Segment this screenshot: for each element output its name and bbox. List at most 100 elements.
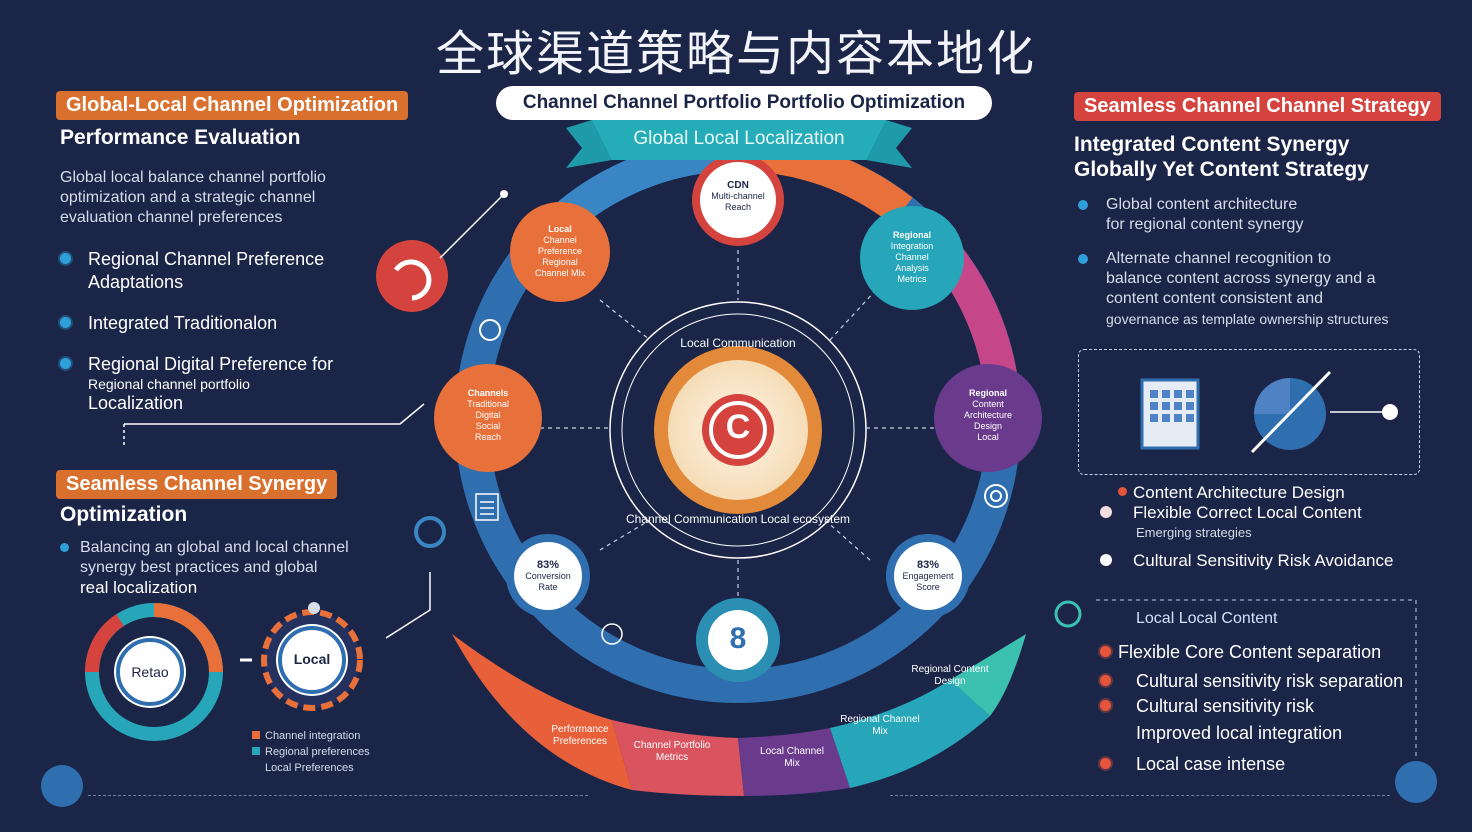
refresh-icon bbox=[479, 319, 501, 341]
arrow-pie-icon bbox=[1250, 370, 1332, 454]
local-list-item[interactable]: Local case intense bbox=[1100, 753, 1412, 776]
ribbon-label: Global Local Localization bbox=[633, 128, 845, 149]
gauge-1-label: Retao bbox=[131, 664, 169, 680]
gauge-2-label: Local bbox=[293, 651, 331, 667]
clipboard-icon bbox=[1054, 600, 1082, 628]
bullet-icon bbox=[1100, 506, 1112, 518]
right-illustration-box bbox=[1078, 349, 1420, 475]
arc-segment-1 bbox=[452, 634, 632, 790]
stopwatch-icon bbox=[308, 602, 320, 614]
bullet-icon bbox=[1100, 700, 1111, 711]
bullet-icon bbox=[1078, 200, 1088, 210]
left-list-item[interactable]: Integrated Traditionalon bbox=[60, 312, 400, 335]
legend-swatch bbox=[252, 731, 260, 739]
bullet-icon bbox=[60, 317, 71, 328]
node-upper-right[interactable] bbox=[860, 206, 964, 310]
node-left[interactable] bbox=[434, 364, 542, 472]
left-tag-1: Global-Local Channel Optimization bbox=[56, 91, 409, 120]
footer-divider-right bbox=[890, 795, 1390, 796]
footer-divider-left bbox=[88, 795, 588, 796]
right-item[interactable]: Content Architecture Design bbox=[1100, 483, 1430, 503]
node-right[interactable] bbox=[934, 364, 1042, 472]
page-title: 全球渠道策略与内容本地化 bbox=[435, 26, 1036, 82]
doc-icon bbox=[475, 493, 499, 521]
arc-segment-5 bbox=[950, 634, 1026, 716]
node-lower-left[interactable] bbox=[514, 542, 582, 610]
arc-label-3: Local Channel Mix bbox=[760, 746, 824, 769]
bullet-icon bbox=[1078, 254, 1088, 264]
inner-ring-inner bbox=[621, 313, 855, 547]
refresh-badge[interactable] bbox=[376, 240, 448, 312]
arc-label-5: Regional Content Design bbox=[911, 664, 989, 687]
local-box-outline bbox=[1096, 599, 1417, 760]
local-list-item[interactable]: Cultural sensitivity risk separation bbox=[1100, 670, 1412, 693]
right-tag: Seamless Channel Channel Strategy bbox=[1074, 92, 1441, 121]
arc-segment-3 bbox=[738, 728, 850, 796]
box-connector-dot bbox=[1382, 404, 1398, 420]
ribbon-banner bbox=[566, 120, 912, 168]
arc-segment-2 bbox=[612, 720, 744, 796]
bullet-icon bbox=[60, 253, 71, 264]
node-lower-right[interactable] bbox=[894, 542, 962, 610]
ring-text-top: Local Communication bbox=[680, 336, 796, 350]
bullet-icon bbox=[1100, 675, 1111, 686]
core-letter: C bbox=[725, 408, 751, 446]
shield-icon[interactable] bbox=[41, 765, 83, 807]
arc-label-1: Performance Preferences bbox=[551, 724, 609, 747]
bullet-icon bbox=[60, 358, 71, 369]
target-icon bbox=[984, 484, 1008, 508]
right-item[interactable]: Flexible Correct Local Content bbox=[1100, 503, 1430, 523]
inner-ring-outer bbox=[609, 301, 867, 559]
left-heading-2: Optimization bbox=[60, 503, 188, 526]
bullet-icon bbox=[1100, 646, 1111, 657]
connector-line-2 bbox=[124, 403, 425, 425]
left-tag-2: Seamless Channel Synergy bbox=[56, 470, 338, 499]
bullet-icon bbox=[1100, 758, 1111, 769]
building-icon bbox=[1140, 378, 1200, 450]
local-list-item[interactable]: Cultural sensitivity risk bbox=[1100, 695, 1412, 718]
local-list: Flexible Core Content separation Cultura… bbox=[1100, 641, 1412, 776]
arc-label-2: Channel Portfolio Metrics bbox=[633, 740, 711, 763]
gauge-1-arc-2 bbox=[84, 614, 125, 673]
bottom-arc bbox=[452, 634, 1026, 796]
left-section-1: Global-Local Channel Optimization bbox=[56, 91, 409, 120]
ring-text-bottom: Channel Communication Local ecosystem bbox=[625, 512, 851, 526]
gauge-2-face bbox=[276, 624, 348, 696]
rocket-icon[interactable] bbox=[1395, 761, 1437, 803]
local-list-sub: Improved local integration bbox=[1136, 723, 1343, 743]
left-section-2: Seamless Channel Synergy bbox=[56, 470, 338, 499]
legend-swatch bbox=[252, 747, 260, 755]
left-legend: Channel integration Regional preferences… bbox=[252, 728, 370, 776]
local-list-item[interactable]: Flexible Core Content separation bbox=[1100, 641, 1412, 664]
arc-label-4: Regional Channel Mix bbox=[840, 714, 920, 737]
left-heading-1: Performance Evaluation bbox=[60, 126, 301, 149]
cycle-badge[interactable] bbox=[414, 516, 446, 548]
right-item-sub: Emerging strategies bbox=[1136, 525, 1252, 540]
gauge-2-inner bbox=[278, 626, 346, 694]
gauge-1-inner bbox=[116, 638, 184, 706]
connector-line-3 bbox=[385, 572, 431, 639]
bullet-icon bbox=[60, 543, 69, 552]
right-item[interactable]: Cultural Sensitivity Risk Avoidance bbox=[1100, 551, 1430, 571]
refresh-badge-icon bbox=[393, 259, 432, 301]
right-item-list: Content Architecture Design Flexible Cor… bbox=[1100, 483, 1430, 571]
bottom-node-glyph: 8 bbox=[729, 622, 747, 655]
core-badge-ring bbox=[709, 401, 767, 459]
portfolio-pill: Channel Channel Portfolio Portfolio Opti… bbox=[496, 86, 992, 120]
gauge-1-arc bbox=[153, 603, 223, 673]
cycle-icon bbox=[601, 623, 623, 645]
right-section: Seamless Channel Channel Strategy bbox=[1074, 92, 1441, 121]
node-upper-left[interactable] bbox=[510, 202, 610, 302]
node-top[interactable] bbox=[700, 162, 776, 238]
